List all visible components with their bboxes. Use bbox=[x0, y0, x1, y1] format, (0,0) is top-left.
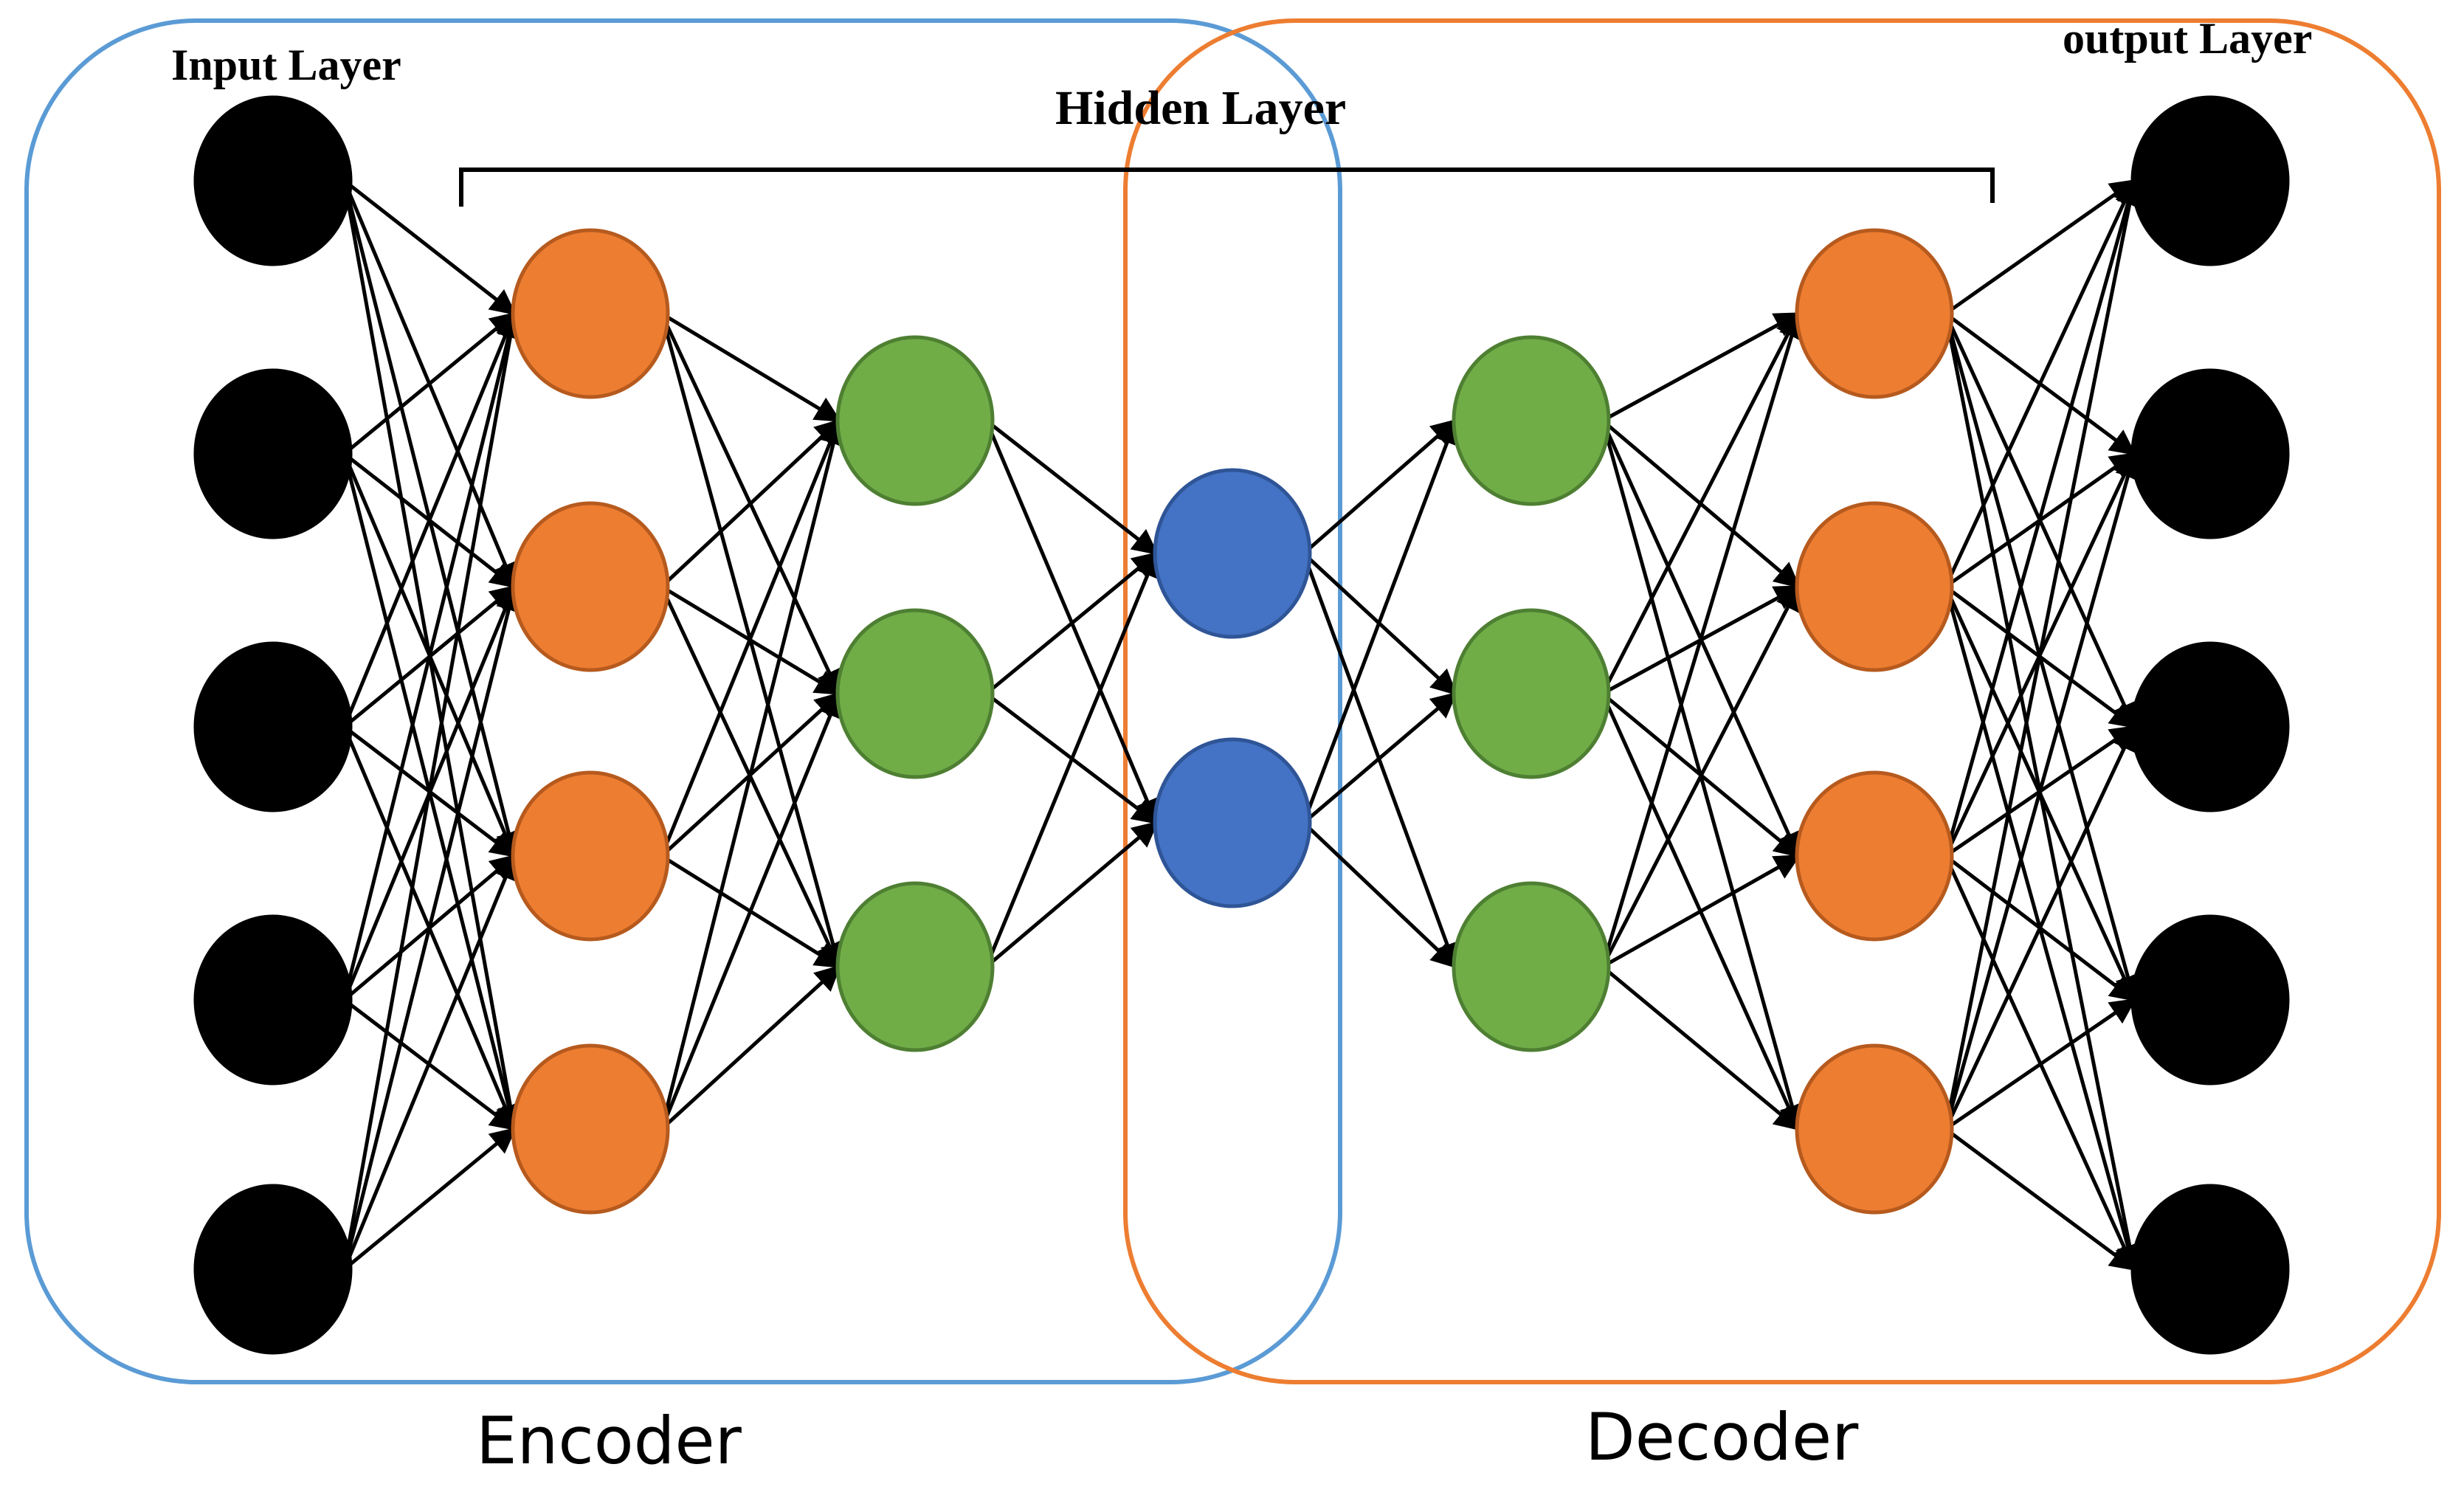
edge-input-2-to-hidden-1-1 bbox=[343, 311, 517, 455]
hidden-3-node-1 bbox=[1452, 335, 1611, 506]
hidden-layer-label: Hidden Layer bbox=[1055, 81, 1346, 135]
hidden-1-node-1 bbox=[511, 228, 670, 399]
edge-hidden-1-3-to-hidden-2-1 bbox=[660, 418, 843, 857]
encoder-label: Encoder bbox=[476, 1403, 742, 1479]
edge-input-5-to-hidden-1-3 bbox=[342, 853, 518, 1270]
edge-hidden-4-4-to-output-4 bbox=[1944, 998, 2136, 1131]
edge-bottleneck-2-to-hidden-3-2 bbox=[1302, 691, 1457, 824]
edge-hidden-4-3-to-output-1 bbox=[1944, 178, 2141, 857]
edge-hidden-3-3-to-hidden-4-4 bbox=[1601, 965, 1801, 1131]
output-node-4 bbox=[2130, 914, 2290, 1085]
edge-hidden-3-3-to-hidden-4-1 bbox=[1601, 311, 1804, 967]
edge-input-5-to-hidden-1-1 bbox=[342, 311, 523, 1270]
edge-hidden-2-1-to-bottleneck-1 bbox=[985, 419, 1159, 556]
bottleneck-node-1 bbox=[1153, 468, 1312, 639]
edge-bottleneck-2-to-hidden-3-3 bbox=[1302, 821, 1457, 969]
bottleneck-node-2 bbox=[1153, 737, 1312, 908]
edge-hidden-1-2-to-hidden-2-1 bbox=[660, 418, 841, 588]
edge-hidden-3-3-to-hidden-4-3 bbox=[1601, 854, 1801, 969]
edge-hidden-1-4-to-hidden-2-1 bbox=[660, 418, 846, 1130]
edge-hidden-4-4-to-output-1 bbox=[1944, 178, 2143, 1130]
hidden-1-node-3 bbox=[511, 770, 670, 942]
hidden-3-node-3 bbox=[1452, 881, 1611, 1052]
hidden-layer-bracket bbox=[459, 168, 1995, 207]
input-layer-label: Input Layer bbox=[171, 41, 401, 89]
edge-hidden-4-4-to-output-2 bbox=[1944, 451, 2141, 1130]
hidden-4-node-2 bbox=[1795, 501, 1954, 672]
nodes bbox=[193, 95, 2290, 1355]
input-node-1 bbox=[193, 95, 353, 266]
input-node-3 bbox=[193, 641, 353, 812]
hidden-2-node-1 bbox=[835, 335, 995, 506]
output-node-1 bbox=[2130, 95, 2290, 266]
output-node-5 bbox=[2130, 1184, 2290, 1355]
edge-hidden-2-3-to-bottleneck-1 bbox=[984, 550, 1160, 967]
edge-hidden-4-4-to-output-3 bbox=[1944, 724, 2136, 1131]
edge-input-3-to-hidden-1-1 bbox=[342, 311, 518, 728]
hidden-4-node-1 bbox=[1795, 228, 1954, 399]
edge-hidden-2-2-to-bottleneck-1 bbox=[985, 551, 1159, 695]
hidden-2-node-3 bbox=[835, 881, 995, 1052]
hidden-4-node-3 bbox=[1795, 770, 1954, 942]
edge-hidden-1-4-to-hidden-2-2 bbox=[660, 691, 843, 1130]
input-node-4 bbox=[193, 914, 353, 1085]
edge-hidden-1-4-to-hidden-2-3 bbox=[660, 964, 841, 1131]
connections bbox=[342, 178, 2143, 1272]
hidden-1-node-4 bbox=[511, 1043, 670, 1215]
edge-input-5-to-hidden-1-2 bbox=[342, 584, 522, 1270]
input-node-2 bbox=[193, 368, 353, 539]
edge-bottleneck-1-to-hidden-3-1 bbox=[1302, 418, 1457, 555]
edge-bottleneck-2-to-hidden-3-1 bbox=[1302, 418, 1460, 824]
hidden-4-node-4 bbox=[1795, 1043, 1954, 1215]
output-layer-label: output Layer bbox=[2063, 14, 2312, 63]
edge-hidden-4-2-to-output-1 bbox=[1944, 178, 2136, 588]
decoder-region bbox=[1123, 18, 2441, 1384]
edge-hidden-1-1-to-hidden-2-1 bbox=[660, 311, 842, 423]
edge-input-4-to-hidden-1-1 bbox=[342, 311, 522, 1001]
edge-input-5-to-hidden-1-4 bbox=[343, 1127, 517, 1271]
input-node-5 bbox=[193, 1184, 353, 1355]
edge-hidden-3-3-to-hidden-4-2 bbox=[1601, 584, 1801, 968]
encoder-region bbox=[24, 18, 1342, 1384]
hidden-3-node-2 bbox=[1452, 608, 1611, 779]
hidden-2-node-2 bbox=[835, 608, 995, 779]
decoder-label: Decoder bbox=[1585, 1399, 1859, 1475]
output-node-3 bbox=[2130, 641, 2290, 812]
edge-input-1-to-hidden-1-1 bbox=[343, 179, 517, 316]
edge-hidden-4-1-to-output-1 bbox=[1944, 179, 2136, 316]
edge-hidden-3-2-to-hidden-4-1 bbox=[1601, 311, 1801, 695]
edge-hidden-3-1-to-hidden-4-1 bbox=[1601, 311, 1801, 423]
edge-hidden-4-4-to-output-5 bbox=[1944, 1127, 2136, 1271]
edge-hidden-2-3-to-bottleneck-2 bbox=[984, 821, 1159, 968]
output-node-2 bbox=[2130, 368, 2290, 539]
hidden-1-node-2 bbox=[511, 501, 670, 672]
